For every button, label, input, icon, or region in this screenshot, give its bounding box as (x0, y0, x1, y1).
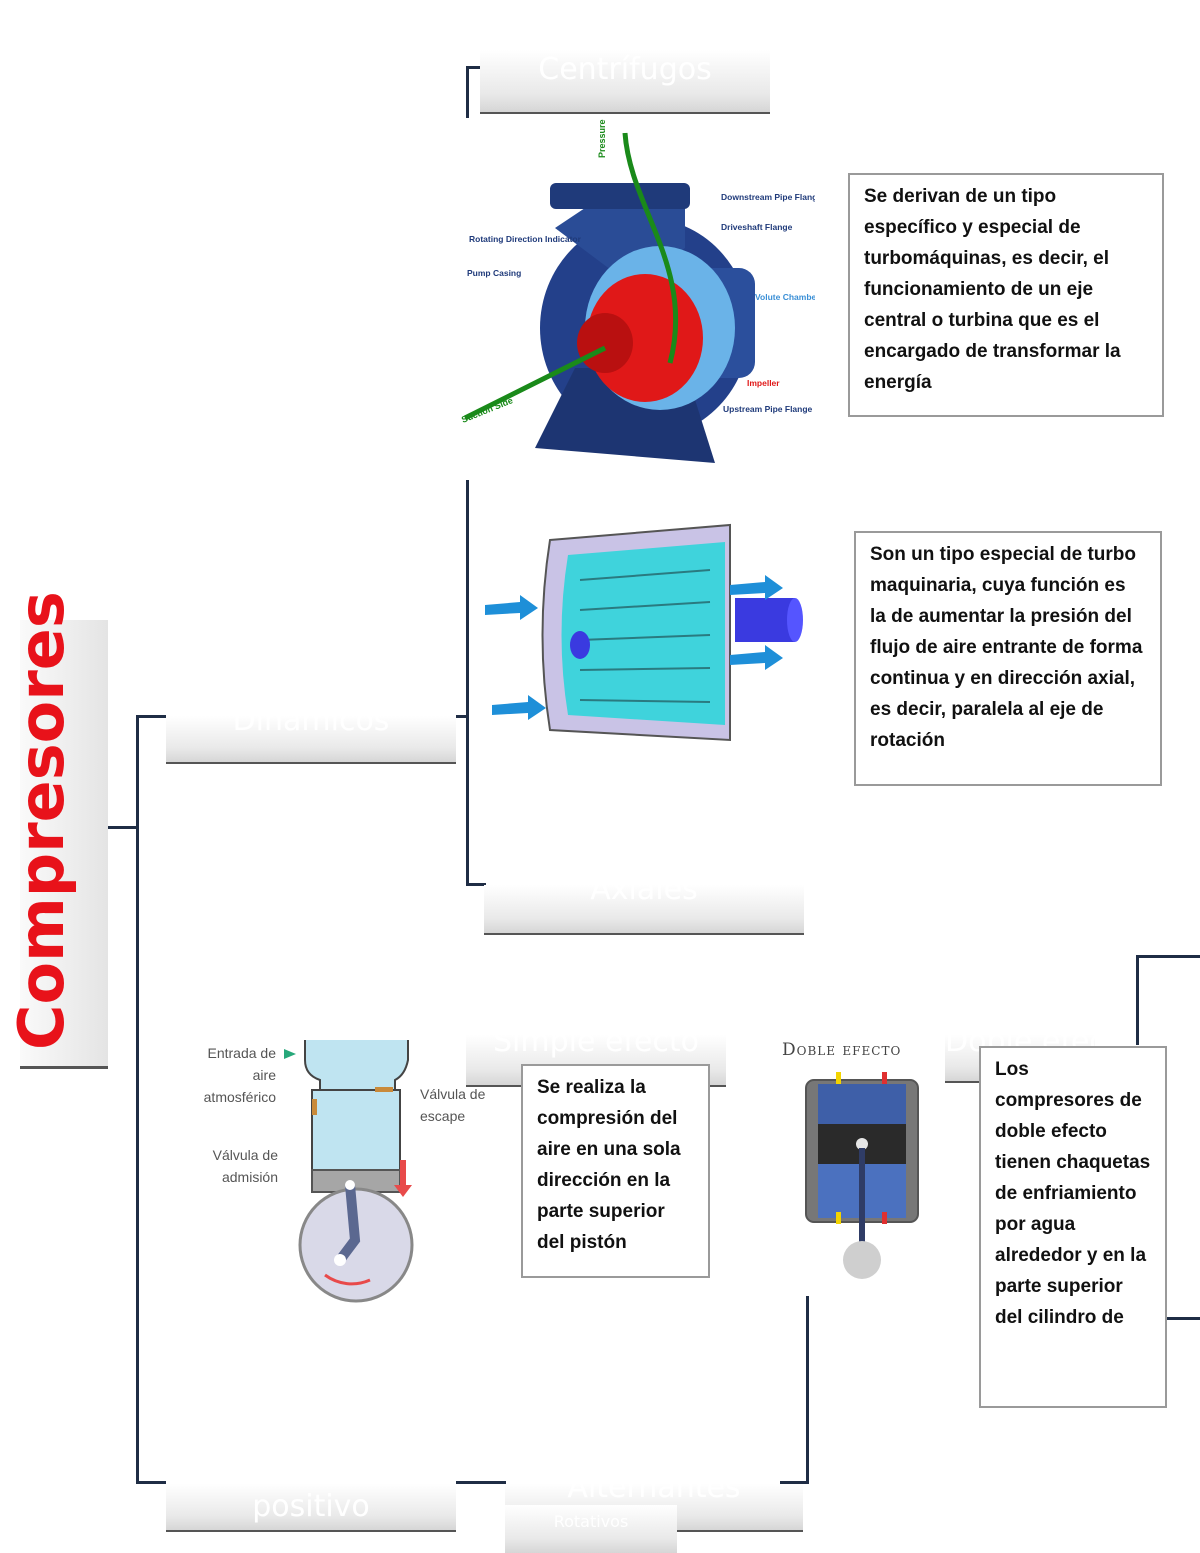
positivo-branch (136, 1481, 166, 1484)
double-acting-image (805, 1072, 919, 1279)
root-vertical (136, 715, 139, 1483)
double-acting-caption: Doble efecto (782, 1040, 902, 1060)
dinamicos-branch (136, 715, 166, 718)
label-impeller: Impeller (747, 378, 780, 388)
doble-top (1136, 955, 1200, 958)
doble-vertical (1136, 955, 1139, 1045)
dinamicos-vertical (466, 480, 469, 885)
alternantes-vertical (806, 1296, 809, 1484)
root-connector (108, 826, 138, 829)
label-upstream: Upstream Pipe Flange (723, 404, 813, 414)
desc-centrifugos: Se derivan de un tipo específico y espec… (848, 173, 1164, 417)
axiales-branch (466, 883, 486, 886)
node-rotativos: Rotativos (505, 1505, 677, 1553)
single-acting-piston-image: Entrada de aire atmosférico (284, 1040, 414, 1303)
label-valvula-admision: Válvula de admisión (212, 1147, 278, 1185)
desc-simple-efecto: Se realiza la compresión del aire en una… (521, 1064, 710, 1278)
node-positivo: positivo (166, 1484, 456, 1532)
label-entrada-text: Entrada de aire atmosférico (203, 1045, 276, 1105)
desc-axiales: Son un tipo especial de turbo maquinaria… (854, 531, 1162, 786)
label-volute: Volute Chamber (755, 292, 815, 302)
node-dinamicos: Dinámicos (166, 716, 456, 764)
node-centrifugos: Centrífugos (480, 50, 770, 114)
alternantes-right (780, 1481, 808, 1484)
label-pressure-side: Pressure Side (597, 118, 607, 158)
positivo-to-children (456, 1481, 506, 1484)
label-valvula-escape: Válvula de escape (420, 1086, 486, 1124)
node-axiales: Axiales (484, 885, 804, 935)
axial-compressor-image (485, 523, 803, 742)
label-downstream: Downstream Pipe Flange (721, 192, 815, 202)
doble-bottom (1164, 1317, 1200, 1320)
label-suction: Suction Side (460, 395, 514, 425)
label-rotating: Rotating Direction Indicator (469, 234, 582, 244)
centrifugal-pump-image: Pressure Side Downstream Pipe Flange Dri… (460, 118, 815, 463)
label-casing: Pump Casing (467, 268, 521, 278)
label-driveshaft: Driveshaft Flange (721, 222, 793, 232)
page-title: Compresores (5, 591, 78, 1050)
title-tab (20, 620, 108, 1069)
dinamicos-to-children (456, 715, 468, 718)
centrifugos-bracket-h (466, 66, 480, 69)
desc-doble-efecto: Los compresores de doble efecto tienen c… (979, 1046, 1167, 1408)
centrifugos-bracket-v (466, 66, 469, 118)
